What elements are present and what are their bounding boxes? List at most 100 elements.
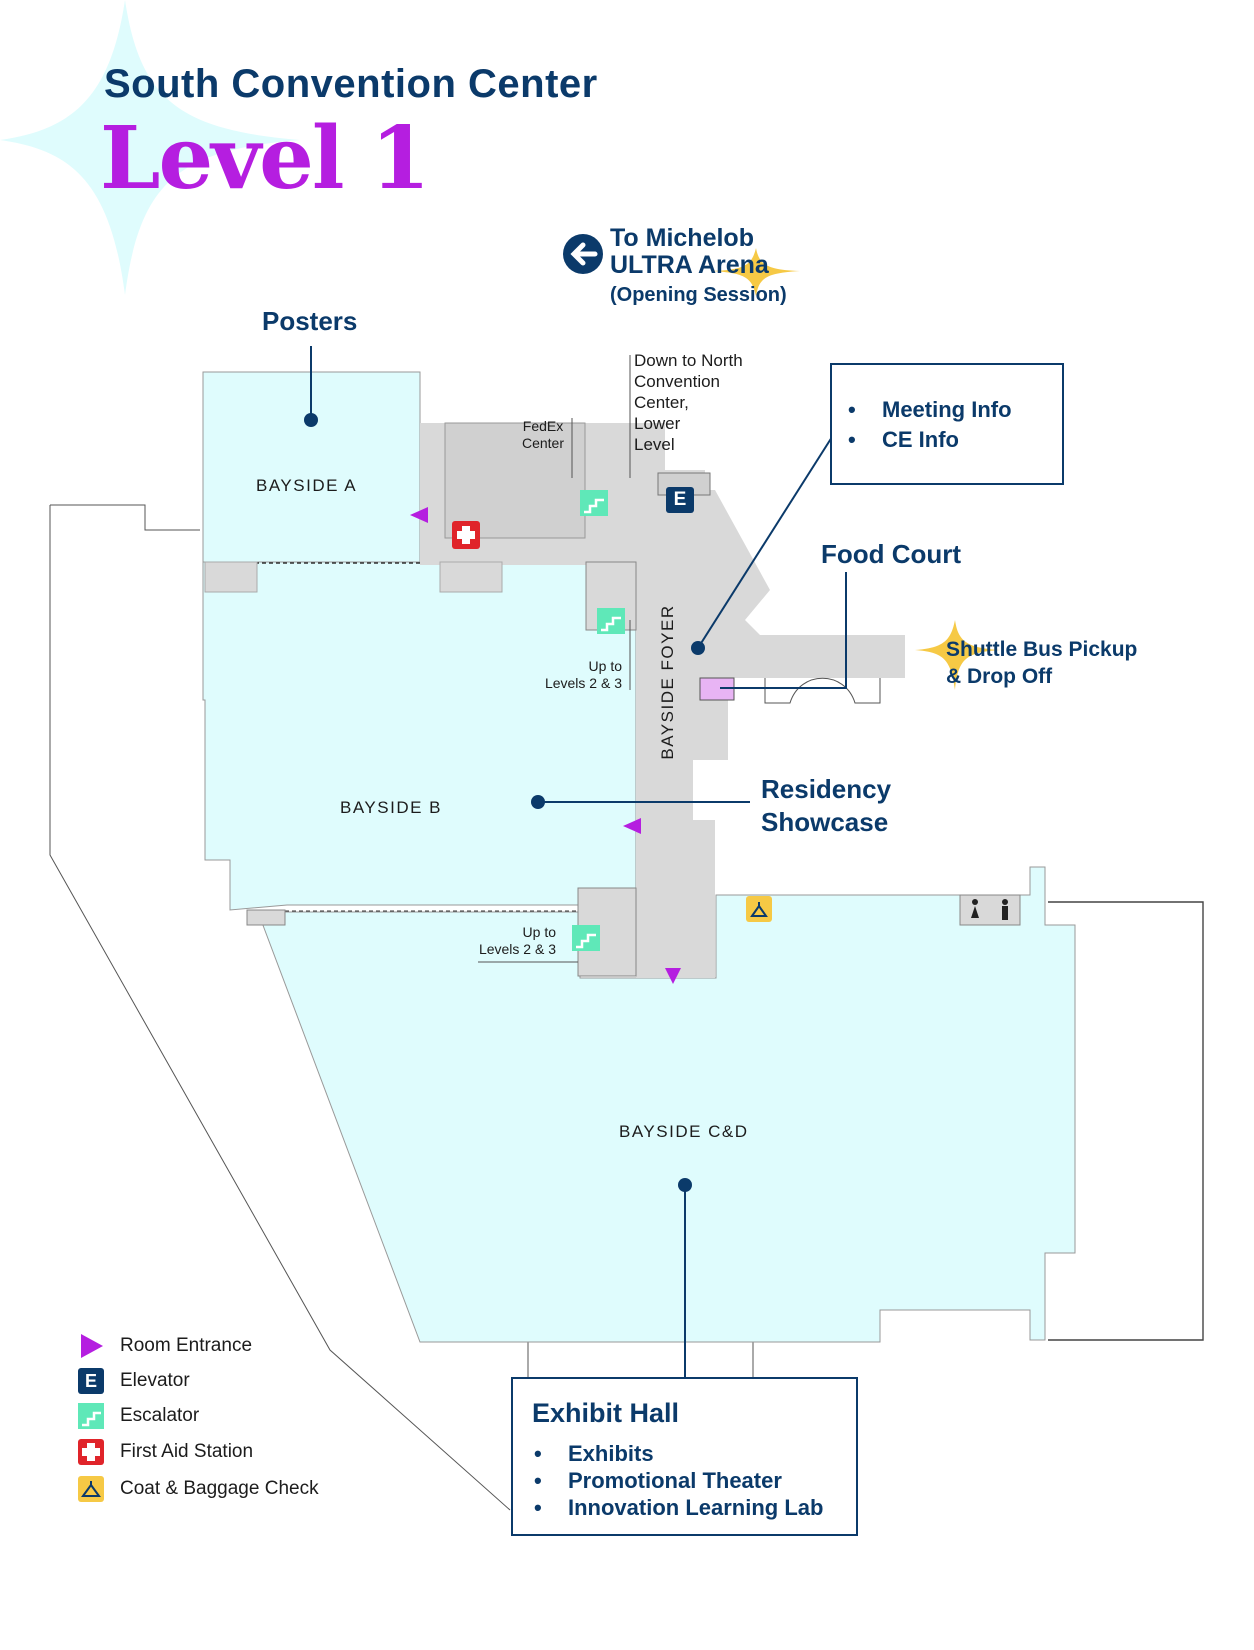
north-line-5: Level: [634, 435, 675, 454]
coat-hanger: [750, 902, 768, 917]
escalator-stairs-mid: [601, 616, 621, 632]
escalator-legend-icon: [78, 1403, 104, 1429]
corridor-bayside-foyer[interactable]: [420, 423, 905, 978]
first-aid-legend-icon: [78, 1439, 104, 1465]
info-item-meeting[interactable]: •Meeting Info: [848, 397, 1012, 422]
north-center-label: Down to North Convention Center, Lower L…: [634, 350, 743, 455]
residency-dot: [531, 795, 545, 809]
room-bayside-cd[interactable]: [257, 866, 1076, 1343]
posters-callout: Posters: [262, 306, 358, 336]
restroom-women-icon: [972, 899, 978, 905]
room-label-bayside-cd: BAYSIDE C&D: [619, 1122, 749, 1141]
info-box: [830, 363, 1064, 485]
legend-coat-check-label: Coat & Baggage Check: [120, 1478, 319, 1499]
coat-check-legend-svg: [81, 1481, 101, 1497]
room-label-bayside-b: BAYSIDE B: [340, 798, 442, 817]
up-b-line-1: Up to: [522, 924, 556, 940]
legend-elevator-label: Elevator: [120, 1370, 190, 1391]
room-entrance-icon: [78, 1333, 104, 1359]
fedex-line-2: Center: [521, 435, 565, 451]
restroom-block: [959, 894, 1021, 926]
site-outline: [49, 504, 511, 1511]
fedex-line-1: FedEx: [522, 418, 564, 434]
room-label-bayside-foyer: BAYSIDE FOYER: [658, 604, 677, 760]
food-court-leader: [720, 572, 847, 689]
north-line-2: Convention: [634, 372, 721, 391]
escalator-stairs-top: [584, 498, 604, 514]
arena-sparkle: [712, 248, 800, 296]
shuttle-callout: Shuttle Bus Pickup & Drop Off: [946, 636, 1137, 690]
room-entrance-icon-b: [623, 818, 641, 834]
exhibit-item-theater[interactable]: •Promotional Theater: [534, 1468, 782, 1493]
shuttle-line-1: Shuttle Bus Pickup: [946, 638, 1138, 661]
north-line-4: Lower: [634, 414, 681, 433]
arena-line-3: (Opening Session): [610, 284, 787, 306]
exhibit-item-theater-label: Promotional Theater: [568, 1468, 782, 1493]
info-dot: [691, 641, 705, 655]
posters-dot: [304, 413, 318, 427]
header-sparkle: [0, 0, 300, 295]
exhibit-item-exhibits[interactable]: •Exhibits: [534, 1441, 654, 1466]
elevator-legend-letter: E: [84, 1370, 97, 1391]
up-levels-label-b: Up to Levels 2 & 3: [470, 924, 556, 958]
up-b-line-2: Levels 2 & 3: [478, 941, 556, 957]
info-item-ce[interactable]: •CE Info: [848, 427, 959, 452]
fedex-block: [444, 422, 586, 539]
elevator-letter: E: [673, 489, 687, 510]
arena-direction[interactable]: To Michelob ULTRA Arena: [610, 225, 769, 279]
legend-elevator: E Elevator: [78, 1366, 190, 1396]
food-court-arc: [764, 677, 881, 704]
info-box-list: •Meeting Info •CE Info: [848, 395, 1012, 455]
coat-check-icon: [746, 896, 772, 922]
exhibit-item-lab-label: Innovation Learning Lab: [568, 1495, 824, 1520]
legend-escalator: Escalator: [78, 1401, 199, 1431]
room-entrance-legend-svg: [81, 1334, 103, 1358]
service-block-2: [439, 561, 503, 593]
south-stub: [527, 1342, 754, 1378]
service-block-3: [246, 909, 286, 926]
legend-room-entrance-label: Room Entrance: [120, 1335, 253, 1356]
legend-first-aid-label: First Aid Station: [120, 1441, 254, 1462]
elevator-icon: [666, 487, 694, 513]
first-aid-legend-svg: [82, 1443, 100, 1461]
room-entrance-icon-cd: [665, 968, 681, 984]
restroom-men-body: [1002, 906, 1008, 920]
venue-subtitle: South Convention Center: [104, 62, 598, 106]
up-a-line-2: Levels 2 & 3: [544, 675, 622, 691]
residency-line-1: Residency: [761, 774, 892, 804]
exhibit-item-exhibits-label: Exhibits: [568, 1441, 654, 1466]
residency-line-2: Showcase: [761, 807, 889, 837]
legend-coat-check: Coat & Baggage Check: [78, 1474, 319, 1504]
room-bayside-b[interactable]: [202, 561, 637, 911]
residency-callout: Residency Showcase: [761, 773, 891, 839]
east-annex-outline: [1048, 901, 1204, 1341]
food-court-callout: Food Court: [821, 539, 962, 569]
info-item-meeting-label: Meeting Info: [882, 397, 1012, 422]
arena-arrow-shape: [570, 242, 598, 266]
level-title: Level 1: [100, 108, 430, 209]
up-a-line-1: Up to: [588, 658, 622, 674]
north-line-3: Center,: [634, 393, 689, 412]
exhibit-box-list: •Exhibits •Promotional Theater •Innovati…: [534, 1440, 823, 1521]
room-label-bayside-a: BAYSIDE A: [256, 476, 358, 495]
legend-room-entrance: Room Entrance: [78, 1331, 252, 1361]
escalator-legend-svg: [82, 1411, 101, 1427]
coat-check-legend-icon: [78, 1476, 104, 1502]
arena-line-1: To Michelob: [610, 224, 754, 252]
service-block-1: [204, 561, 258, 593]
elevator-legend-icon: E: [78, 1368, 104, 1394]
first-aid-cross-h: [457, 531, 475, 539]
arena-line-2: ULTRA Arena: [610, 251, 769, 279]
legend-escalator-label: Escalator: [120, 1405, 200, 1426]
exhibit-dot: [678, 1178, 692, 1192]
info-item-ce-label: CE Info: [882, 427, 959, 452]
shuttle-line-2: & Drop Off: [946, 665, 1053, 688]
shuttle-sparkle: [915, 620, 1000, 690]
room-entrance-icon-a: [410, 507, 428, 523]
up-levels-label-a: Up to Levels 2 & 3: [540, 658, 622, 692]
info-leader: [697, 436, 833, 649]
exhibit-box: [511, 1377, 858, 1536]
fedex-label: FedEx Center: [512, 418, 574, 452]
exhibit-item-lab[interactable]: •Innovation Learning Lab: [534, 1495, 824, 1520]
